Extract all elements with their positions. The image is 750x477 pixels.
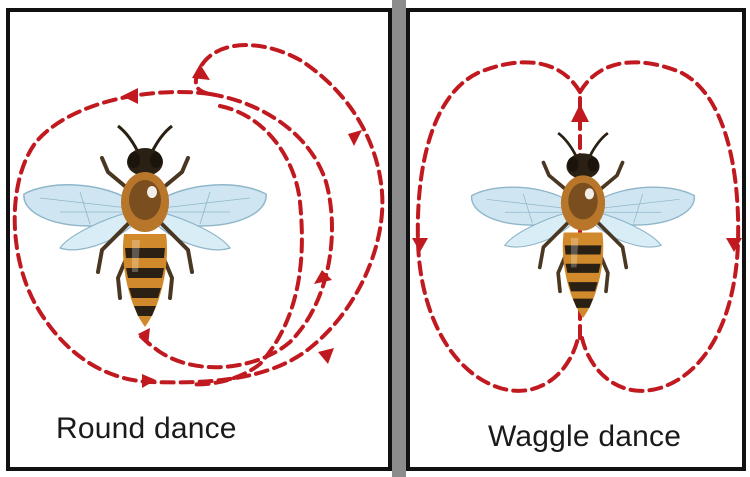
waggle-dance-caption: Waggle dance — [488, 420, 681, 454]
arrow-icon — [348, 130, 362, 146]
honeybee-icon — [472, 133, 695, 318]
honeybee-icon — [24, 126, 266, 327]
arrow-icon — [318, 348, 334, 364]
arrow-icon — [314, 270, 332, 284]
panel-divider — [392, 0, 406, 477]
arrow-icon — [412, 238, 428, 252]
round-dance-caption: Round dance — [56, 412, 237, 446]
arrow-icon — [122, 88, 138, 104]
waggle-dance-panel: Waggle dance — [406, 8, 746, 471]
arrow-icon — [142, 374, 156, 388]
waggle-dance-illustration — [410, 12, 742, 467]
round-dance-illustration — [10, 12, 388, 467]
arrow-icon — [571, 104, 589, 122]
arrow-icon — [192, 64, 210, 80]
round-dance-panel: Round dance — [6, 8, 392, 471]
